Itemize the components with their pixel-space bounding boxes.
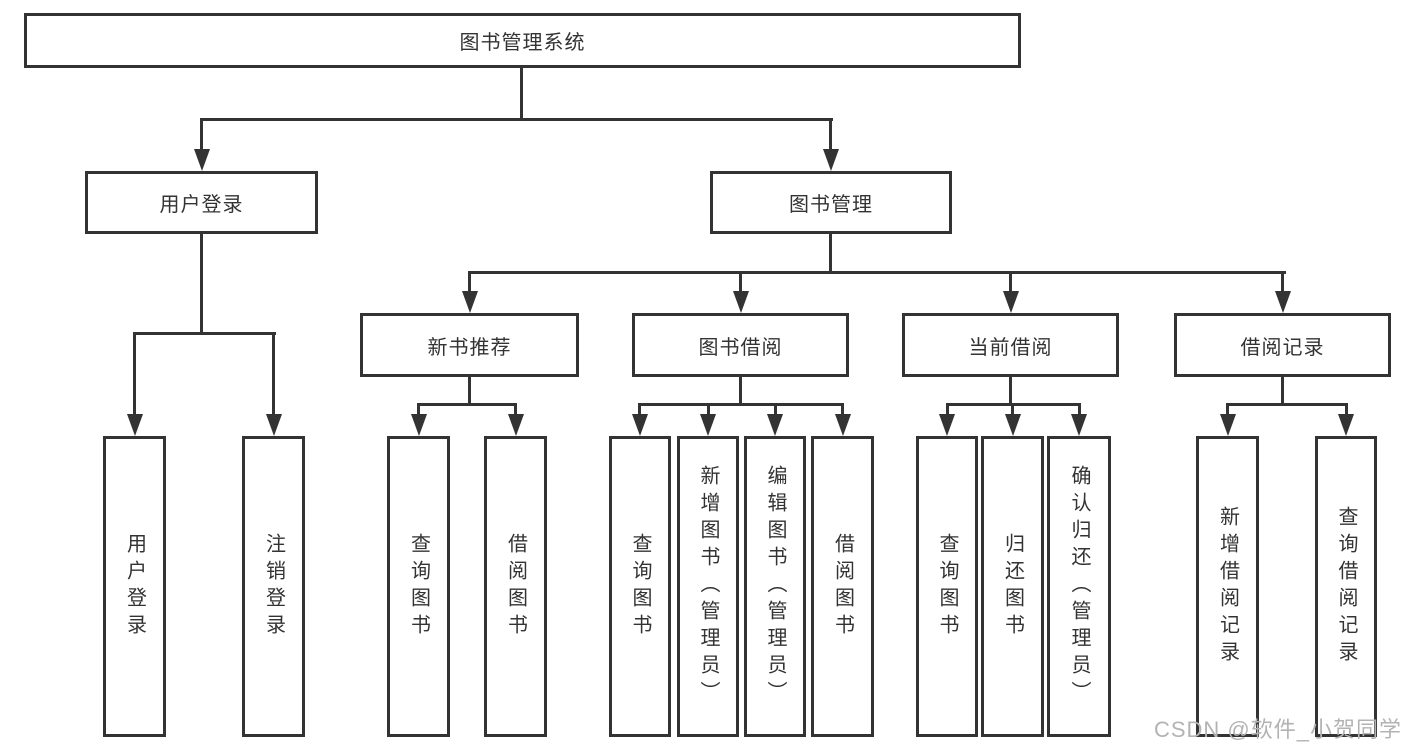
edge-to-leaf-add-borrow-record xyxy=(1226,403,1229,414)
edge-to-new-book xyxy=(468,271,471,291)
edge-to-leaf-query-book-3 xyxy=(946,403,949,414)
arrowhead-leaf-borrow-book-2 xyxy=(835,414,851,436)
edge-current-borrow-stem xyxy=(1009,377,1012,406)
edge-user-login-stem xyxy=(200,234,203,334)
node-library-management-system: 图书管理系统 xyxy=(24,13,1021,68)
leaf-query-books-recommend: 查询图书 xyxy=(387,436,450,737)
edge-to-book-mgmt xyxy=(829,118,832,151)
arrowhead-leaf-add-book xyxy=(700,414,716,436)
edge-to-leaf-borrow-book-2 xyxy=(841,403,844,414)
node-book-management: 图书管理 xyxy=(710,171,952,234)
node-new-book-recommend: 新书推荐 xyxy=(360,313,579,377)
edge-to-leaf-return-book xyxy=(1011,403,1014,414)
edge-to-borrow-record xyxy=(1281,271,1284,291)
edge-book-borrow-horizontal xyxy=(638,403,844,406)
arrowhead-leaf-query-borrow-record xyxy=(1338,414,1354,436)
arrowhead-leaf-borrow-book-1 xyxy=(508,414,524,436)
edge-to-leaf-query-book-1 xyxy=(417,403,420,414)
leaf-query-borrowing-record: 查询借阅记录 xyxy=(1315,436,1377,737)
arrowhead-user-login xyxy=(194,149,210,171)
node-current-borrowing: 当前借阅 xyxy=(902,313,1119,377)
arrowhead-leaf-query-book-2 xyxy=(632,414,648,436)
leaf-return-books: 归还图书 xyxy=(981,436,1044,737)
leaf-add-borrowing-record: 新增借阅记录 xyxy=(1196,436,1259,737)
edge-to-leaf-edit-book xyxy=(774,403,777,414)
edge-book-borrow-stem xyxy=(739,377,742,406)
arrowhead-leaf-return-book xyxy=(1005,414,1021,436)
edge-to-user-login xyxy=(200,118,203,151)
edge-new-book-horizontal xyxy=(417,403,517,406)
edge-to-book-borrow xyxy=(739,271,742,291)
arrowhead-leaf-logout xyxy=(266,414,282,436)
edge-to-leaf-query-book-2 xyxy=(638,403,641,414)
leaf-query-books-current: 查询图书 xyxy=(916,436,978,737)
edge-book-mgmt-horizontal xyxy=(468,271,1286,274)
node-book-borrowing: 图书借阅 xyxy=(632,313,849,377)
csdn-watermark: CSDN @软件_小贺同学 xyxy=(1153,717,1402,742)
edge-to-leaf-borrow-book-1 xyxy=(514,403,517,414)
edge-root-stem xyxy=(520,68,523,120)
edge-root-horizontal xyxy=(200,118,833,121)
arrowhead-current-borrow xyxy=(1003,291,1019,313)
leaf-add-books-admin: 新增图书（管理员） xyxy=(677,436,739,737)
edge-book-mgmt-stem xyxy=(829,234,832,273)
arrowhead-leaf-query-book-3 xyxy=(939,414,955,436)
arrowhead-leaf-add-borrow-record xyxy=(1220,414,1236,436)
leaf-logout: 注销登录 xyxy=(242,436,305,737)
edge-to-leaf-confirm-return xyxy=(1078,403,1081,414)
edge-to-current-borrow xyxy=(1009,271,1012,291)
arrowhead-leaf-user-login xyxy=(127,414,143,436)
edge-user-login-horizontal xyxy=(133,332,276,335)
leaf-edit-books-admin: 编辑图书（管理员） xyxy=(744,436,806,737)
arrowhead-leaf-edit-book xyxy=(767,414,783,436)
node-borrowing-records: 借阅记录 xyxy=(1174,313,1391,377)
edge-to-leaf-add-book xyxy=(707,403,710,414)
edge-to-leaf-query-borrow-record xyxy=(1345,403,1348,414)
arrowhead-book-mgmt xyxy=(823,149,839,171)
node-user-login: 用户登录 xyxy=(85,171,318,234)
leaf-borrow-books-borrowing: 借阅图书 xyxy=(811,436,874,737)
arrowhead-leaf-confirm-return xyxy=(1071,414,1087,436)
arrowhead-new-book xyxy=(462,291,478,313)
edge-to-leaf-user-login xyxy=(133,332,136,414)
edge-new-book-stem xyxy=(468,377,471,406)
arrowhead-leaf-query-book-1 xyxy=(411,414,427,436)
leaf-confirm-return-admin: 确认归还（管理员） xyxy=(1047,436,1111,737)
arrowhead-borrow-record xyxy=(1275,291,1291,313)
edge-borrow-record-stem xyxy=(1281,377,1284,406)
edge-to-leaf-logout xyxy=(272,332,275,414)
edge-borrow-record-horizontal xyxy=(1226,403,1348,406)
leaf-user-login: 用户登录 xyxy=(103,436,166,737)
arrowhead-book-borrow xyxy=(733,291,749,313)
leaf-query-books-borrowing: 查询图书 xyxy=(609,436,671,737)
leaf-borrow-books-recommend: 借阅图书 xyxy=(484,436,547,737)
